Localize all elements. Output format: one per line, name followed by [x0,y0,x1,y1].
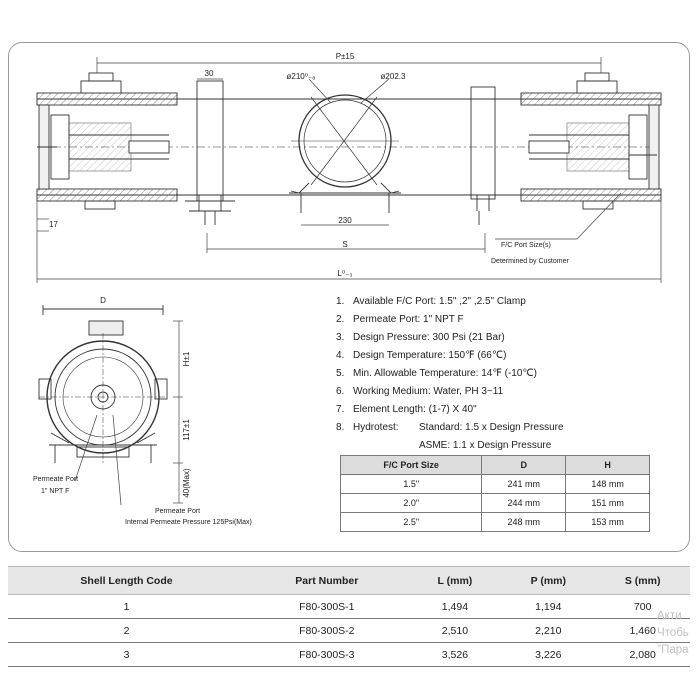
table-cell: 2.0" [339,493,483,513]
dim-30-label: 30 [205,69,214,78]
table-row: 2 F80-300S-2 2,510 2,210 1,460 [8,618,690,643]
table-cell: 1,494 [408,594,502,619]
column-header: Part Number [244,566,409,595]
table-cell: 3,226 [501,642,596,667]
table-cell: 2.5" [339,512,483,532]
table-row: 2.5" 248 mm 153 mm [339,512,650,532]
dim-h-label: H±1 [182,351,191,366]
table-cell: 151 mm [565,493,650,513]
column-header: D [481,455,567,475]
table-cell: 3,526 [408,642,502,667]
table-cell: 2,210 [501,618,596,643]
fc-port-note-line2: Determined by Customer [491,258,569,265]
dim-17-label: 17 [49,220,58,229]
table-row: 1.5" 241 mm 148 mm [339,474,650,494]
left-end-wall-bottom [36,188,178,202]
dim-d-label: D [100,296,106,305]
table-row: 2.0" 244 mm 151 mm [339,493,650,513]
end-view-dimensions [74,320,183,506]
vessel-end-view [38,305,168,463]
table-cell: 148 mm [565,474,650,494]
table-cell: 1 [8,594,245,619]
table-cell: 241 mm [481,474,567,494]
dim-p-label: P±15 [336,52,355,61]
spec-item: 7.Element Length: (1-7) X 40" [336,404,477,415]
spec-item-hydrotest: 8.Hydrotest:Standard: 1.5 x Design Press… [336,422,564,433]
dim-dia-outer-label: ø202.3 [381,72,406,81]
spec-item: 2.Permeate Port: 1" NPT F [336,314,464,325]
spec-item: 6.Working Medium: Water, PH 3~11 [336,386,504,397]
table-cell: 248 mm [481,512,567,532]
spec-item: 1.Available F/C Port: 1.5" ,2" ,2.5" Cla… [336,296,526,307]
table-cell: 700 [595,594,690,619]
mounting-bolts [204,193,480,225]
table-cell: F80-300S-2 [244,618,409,643]
column-header: S (mm) [595,566,690,595]
column-header: H [565,455,650,475]
spec-item: 4.Design Temperature: 150℉ (66℃) [336,350,507,361]
dim-l-label: L⁰₋₃ [337,269,352,278]
table-cell: 244 mm [481,493,567,513]
left-end-wall-top [36,92,178,106]
table-cell: 3 [8,642,245,667]
table-cell: 2,080 [595,642,690,667]
vessel-drawing: P±15 30 ø210⁰₋₈ ø202.3 230 S L⁰₋₃ 17 F/C… [33,52,662,526]
column-header: Shell Length Code [8,566,245,595]
technical-drawing-panel: P±15 30 ø210⁰₋₈ ø202.3 230 S L⁰₋₃ 17 F/C… [8,42,690,552]
table-header-row: Shell Length Code Part Number L (mm) P (… [8,566,690,595]
table-row: 1 F80-300S-1 1,494 1,194 700 [8,594,690,619]
permeate-port-bottom-line2: Internal Permeate Pressure 125Psi(Max) [125,519,252,526]
dim-s-label: S [342,240,347,249]
right-end-wall-top [520,92,662,106]
column-header: P (mm) [501,566,596,595]
vessel-side-view [36,72,662,225]
table-cell: 1,460 [595,618,690,643]
dim-117-label: 117±1 [182,419,191,441]
table-cell: 1.5" [339,474,483,494]
fc-port-size-table: F/C Port Size D H 1.5" 241 mm 148 mm 2.0… [339,455,650,532]
right-end-wall-bottom [520,188,662,202]
dim-230-label: 230 [338,216,352,225]
spec-item: 5.Min. Allowable Temperature: 14℉ (-10℃) [336,368,537,379]
permeate-port-bottom-line1: Permeate Port [155,508,200,515]
specification-list: 1.Available F/C Port: 1.5" ,2" ,2.5" Cla… [336,293,666,455]
shell-length-table: Shell Length Code Part Number L (mm) P (… [8,566,690,667]
permeate-port-left-line1: Permeate Port [33,476,78,483]
table-cell: F80-300S-1 [244,594,409,619]
fc-port-note-line1: F/C Port Size(s) [501,242,551,249]
column-header: F/C Port Size [339,455,483,475]
table-cell: F80-300S-3 [244,642,409,667]
spec-item: 3.Design Pressure: 300 Psi (21 Bar) [336,332,505,343]
column-header: L (mm) [408,566,502,595]
table-cell: 2,510 [408,618,502,643]
dim-dia-inner-label: ø210⁰₋₈ [287,72,316,81]
activation-watermark: Акти Чтобь "Пара [657,610,689,656]
right-saddle-band [470,86,496,200]
permeate-port-left-line2: 1" NPT F [41,488,69,495]
side-view-dimensions [36,57,662,283]
dim-40max-label: 40(Max) [182,468,191,498]
table-cell: 2 [8,618,245,643]
table-cell: 1,194 [501,594,596,619]
table-row: 3 F80-300S-3 3,526 3,226 2,080 [8,642,690,667]
spec-item-hydrotest-asme: ASME: 1.1 x Design Pressure [419,440,552,451]
table-header-row: F/C Port Size D H [339,455,650,475]
table-cell: 153 mm [565,512,650,532]
